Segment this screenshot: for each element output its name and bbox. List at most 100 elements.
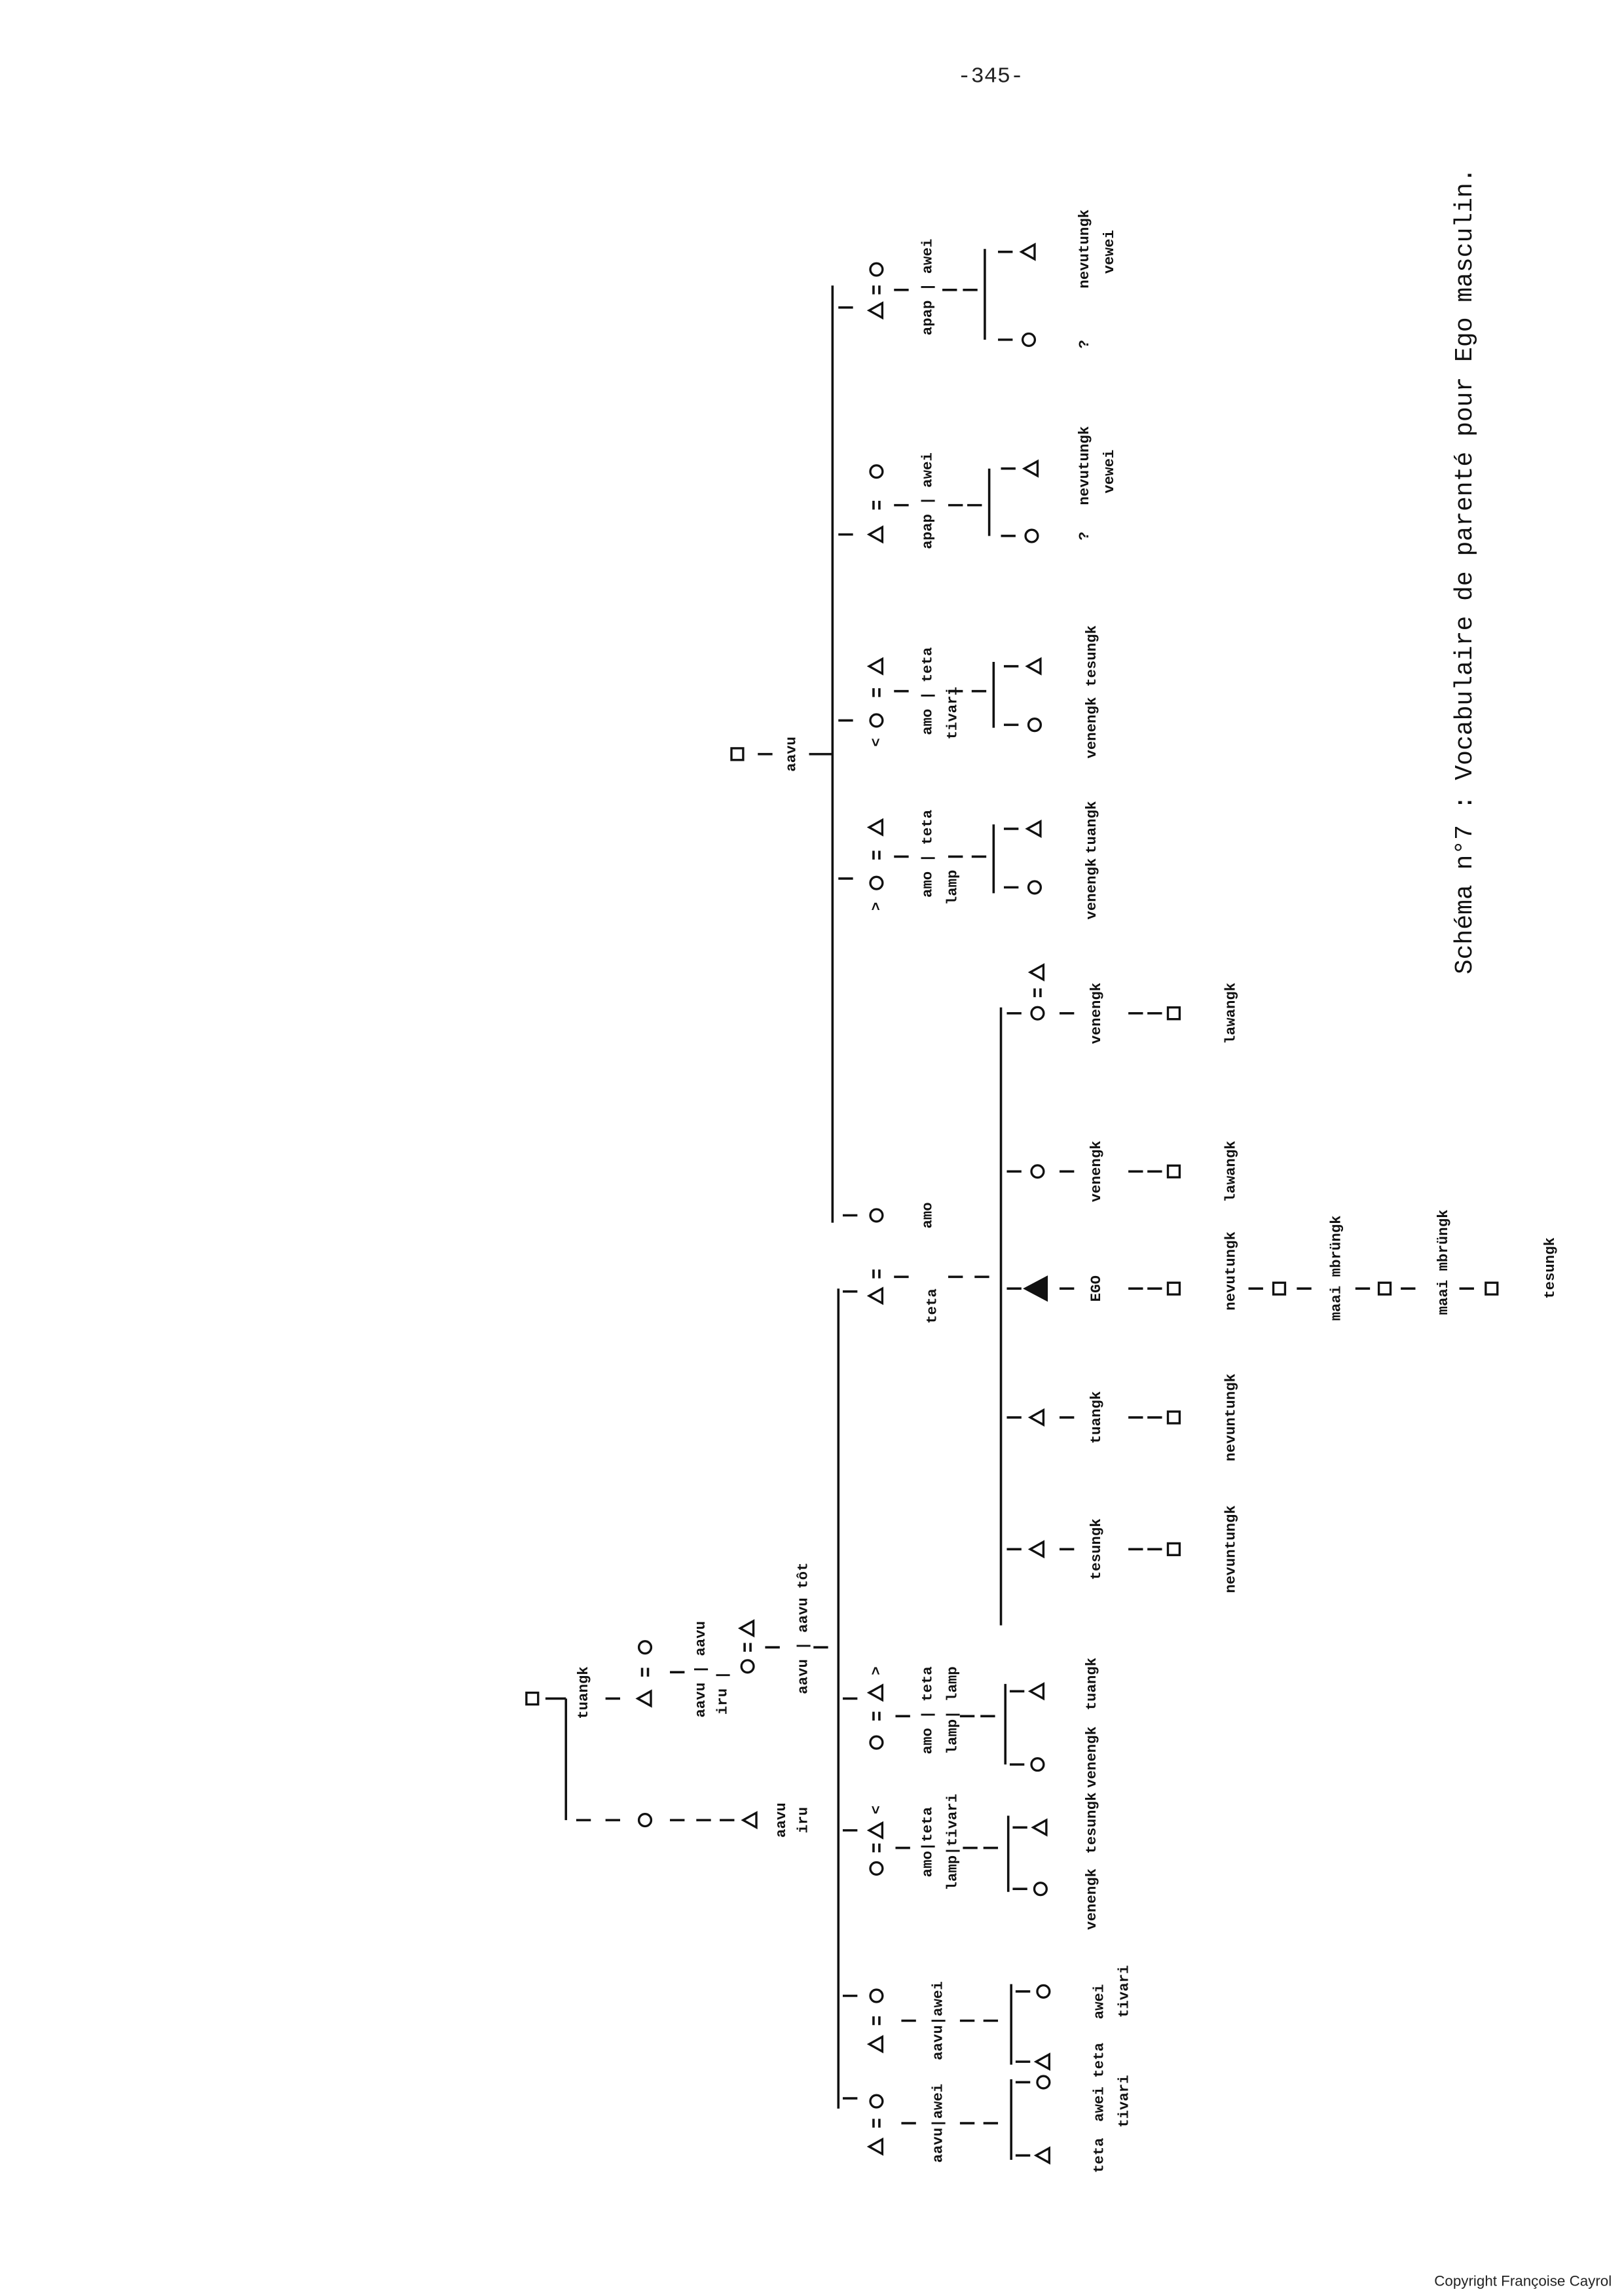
child-term: tesungk	[1083, 625, 1100, 687]
male-triangle-icon	[737, 1619, 755, 1638]
marriage-sign	[872, 850, 881, 860]
unknown-sex-square-icon	[1166, 1410, 1181, 1425]
male-triangle-icon	[866, 818, 884, 837]
marriage-sign	[872, 688, 881, 697]
couple-term: lamp| lamp	[944, 1666, 961, 1754]
couple-term: lamp	[944, 870, 961, 905]
kinship-diagram: tuangk aavu | aavu iru | aavu | aavu tôt…	[525, 210, 1559, 2173]
marriage-sign	[872, 1843, 881, 1853]
male-triangle-icon	[866, 1286, 884, 1305]
male-triangle-icon	[1027, 1540, 1045, 1559]
child-term: ?	[1076, 340, 1093, 348]
term-label: aavu	[783, 737, 800, 772]
marriage-sign	[872, 2119, 881, 2128]
child-term: tivari	[1115, 1965, 1132, 2018]
marriage-sign	[872, 1711, 881, 1721]
male-triangle-icon	[866, 1683, 884, 1702]
marriage-sign	[1033, 988, 1042, 998]
child-term: nevuntungk	[1223, 1374, 1240, 1461]
child-term: nevuntungk	[1223, 1505, 1240, 1593]
term-label: tuangk	[575, 1666, 592, 1719]
child-term: awei	[1090, 2086, 1107, 2122]
unknown-sex-square-icon	[1166, 1164, 1181, 1178]
child-term: tuangk	[1083, 1658, 1100, 1711]
male-triangle-icon	[866, 657, 884, 676]
ego-label: EGO	[1088, 1275, 1105, 1302]
couple-term: aavu|awei	[929, 2084, 946, 2163]
child-term: tuangk	[1083, 801, 1100, 854]
female-circle-icon	[869, 2094, 884, 2109]
unknown-sex-square-icon	[1377, 1281, 1392, 1296]
descendant-term: maai mbrüngk	[1435, 1209, 1452, 1315]
unknown-sex-square-icon	[1166, 1542, 1181, 1556]
marriage-sign	[872, 500, 881, 510]
sibling-term: tesungk	[1088, 1518, 1105, 1580]
male-triangle-icon	[1025, 657, 1042, 676]
female-circle-icon	[869, 1988, 884, 2003]
female-circle-icon	[869, 1208, 884, 1223]
male-triangle-icon	[866, 2035, 884, 2054]
female-circle-icon	[740, 1659, 755, 1674]
child-term: awei	[1090, 1984, 1107, 2020]
male-triangle-icon	[866, 2137, 884, 2156]
birth-order-mark: <	[868, 738, 885, 746]
child-term: lawangk	[1223, 983, 1240, 1044]
sibling-term: venengk	[1088, 983, 1105, 1044]
male-triangle-icon	[1031, 1818, 1048, 1837]
child-term: teta	[1090, 2138, 1107, 2173]
child-term: nevutungk	[1223, 1231, 1240, 1311]
copyright: Copyright Françoise Cayrol	[1434, 2272, 1612, 2289]
male-triangle-icon	[1022, 459, 1039, 478]
female-circle-icon	[1027, 880, 1043, 895]
male-triangle-icon	[866, 301, 884, 320]
female-circle-icon	[1036, 2075, 1051, 2090]
child-term: vewei	[1101, 230, 1118, 274]
unknown-sex-square-icon	[730, 747, 745, 761]
marriage-sign	[743, 1643, 752, 1652]
female-circle-icon	[1036, 1984, 1051, 1999]
term-label: iru |	[714, 1671, 731, 1715]
male-triangle-icon	[1019, 242, 1036, 261]
term-label: teta	[923, 1288, 940, 1324]
unknown-sex-square-icon	[1485, 1281, 1499, 1296]
birth-order-mark: >	[868, 902, 885, 911]
female-circle-icon	[869, 1735, 884, 1750]
child-term: nevutungk	[1076, 210, 1093, 289]
ego-filled-triangle-icon	[1023, 1275, 1048, 1302]
couple-term: amo|teta	[919, 1807, 936, 1877]
couple-term: apap | awei	[919, 452, 936, 549]
child-term: tesungk	[1083, 1793, 1100, 1854]
unknown-sex-square-icon	[525, 1691, 540, 1706]
term-label: aavu | aavu	[692, 1621, 709, 1718]
child-term: tivari	[1115, 2075, 1132, 2128]
male-triangle-icon	[1027, 1408, 1045, 1427]
figure-title: Schéma n°7 : Vocabulaire de parenté pour…	[1451, 168, 1479, 974]
unknown-sex-square-icon	[1166, 1281, 1181, 1296]
marriage-sign	[872, 2016, 881, 2026]
female-circle-icon	[869, 262, 884, 277]
female-circle-icon	[1030, 1757, 1045, 1772]
child-term: lawangk	[1223, 1140, 1240, 1202]
descendant-term: tesungk	[1541, 1237, 1559, 1299]
couple-term: aavu|awei	[929, 1981, 946, 2060]
term-label: aavu	[773, 1802, 790, 1838]
child-term: venengk	[1083, 1726, 1100, 1788]
marriage-sign	[872, 1269, 881, 1279]
child-term: venengk	[1083, 1868, 1100, 1930]
couple-term: amo | teta	[919, 1666, 936, 1754]
female-circle-icon	[1030, 1164, 1045, 1179]
couple-term: amo | teta	[919, 810, 936, 898]
female-circle-icon	[637, 1640, 653, 1655]
male-triangle-icon	[866, 525, 884, 544]
marriage-sign	[640, 1667, 650, 1677]
male-triangle-icon	[1027, 1682, 1045, 1701]
male-triangle-icon	[1025, 819, 1042, 838]
female-circle-icon	[1030, 1006, 1045, 1021]
male-triangle-icon	[635, 1689, 652, 1708]
male-triangle-icon	[1033, 2052, 1051, 2071]
child-term: venengk	[1083, 858, 1100, 920]
term-label: aavu | aavu tôt	[795, 1562, 812, 1694]
child-term: ?	[1076, 532, 1093, 540]
female-circle-icon	[869, 713, 884, 728]
